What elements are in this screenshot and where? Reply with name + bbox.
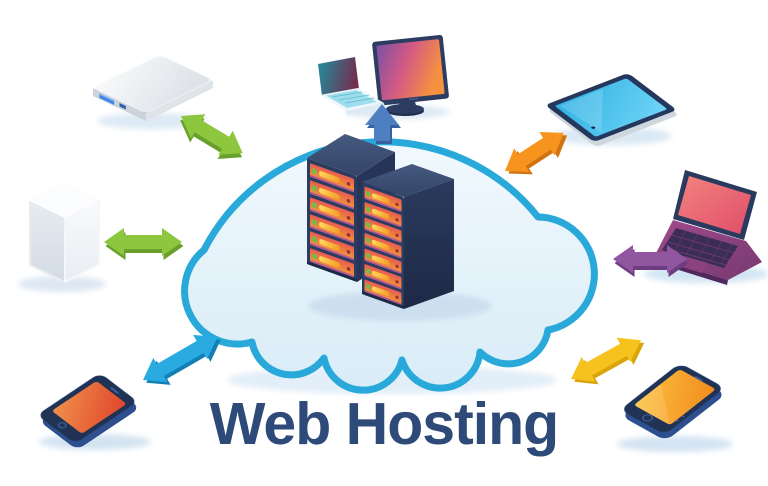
speaker: [694, 376, 703, 382]
tablet: [547, 74, 677, 146]
shadow: [617, 436, 733, 452]
server-rack: [307, 134, 454, 310]
shadow: [18, 276, 106, 292]
laptop: [644, 170, 768, 285]
drive-port-small: [119, 103, 126, 110]
smartphone-left: [39, 375, 151, 450]
shadow: [97, 113, 207, 129]
arrow-smartphone-left: [143, 334, 221, 385]
desktop-computer: [318, 34, 450, 119]
external-drive: [93, 56, 213, 129]
home-button: [642, 414, 654, 422]
server-tower-right: [362, 164, 454, 310]
arrow-storage-box: [104, 228, 184, 260]
server-slots-right: [364, 186, 402, 305]
arrow-desktop: [365, 104, 401, 144]
speaker: [110, 387, 119, 394]
page-title: Web Hosting: [209, 391, 559, 457]
home-button: [57, 422, 67, 429]
smartphone-right: [617, 365, 733, 452]
camera-dot: [591, 126, 596, 129]
storage-box: [18, 181, 106, 292]
arrow-external-drive: [180, 114, 243, 159]
arrow-tablet: [505, 132, 568, 175]
laptop-touchpad: [678, 256, 708, 273]
arrow-smartphone-right: [571, 337, 645, 385]
desktop-monitor: [372, 34, 449, 106]
arrow-laptop: [613, 245, 689, 277]
mini-laptop: [318, 57, 385, 115]
